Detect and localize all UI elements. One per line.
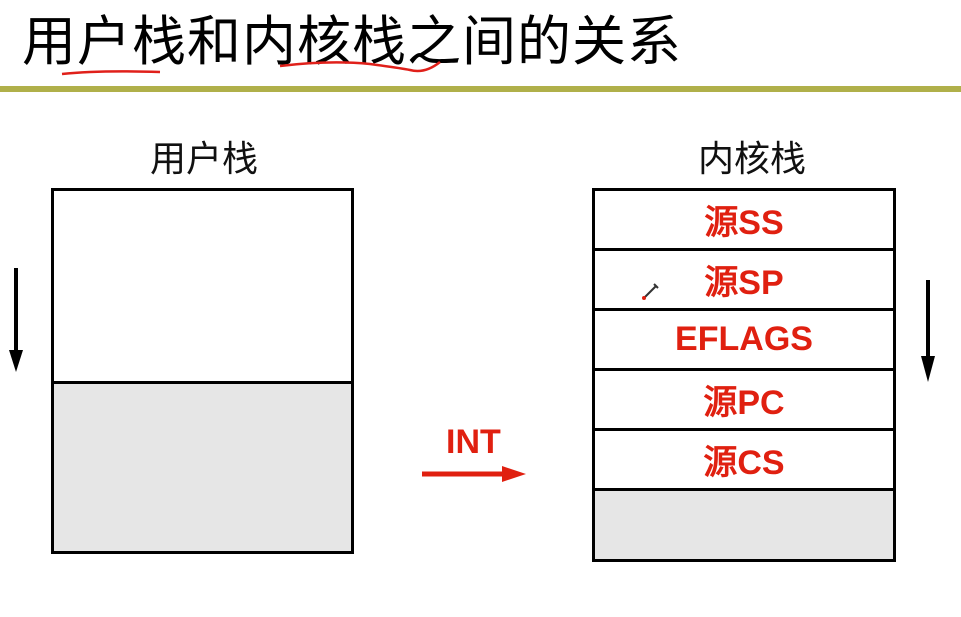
down-arrow-icon <box>9 268 23 372</box>
kernel-row-sp: 源SP <box>595 251 893 311</box>
down-arrow-icon <box>921 280 935 382</box>
kernel-stack: 源SS 源SP EFLAGS 源PC 源CS <box>592 188 896 562</box>
kernel-row-ss: 源SS <box>595 191 893 251</box>
kernel-row-text: 源CS <box>703 444 785 482</box>
kernel-row-eflags: EFLAGS <box>595 311 893 371</box>
user-stack <box>51 188 354 554</box>
kernel-row-text: 源SS <box>704 204 784 242</box>
pen-cursor-icon <box>642 283 659 300</box>
kernel-stack-label: 内核栈 <box>698 139 807 180</box>
kernel-row-cs: 源CS <box>595 431 893 491</box>
handwritten-underline-marks <box>61 61 441 76</box>
user-stack-used-region <box>54 381 351 551</box>
right-arrow-icon <box>422 466 526 482</box>
kernel-row-text: EFLAGS <box>675 320 813 358</box>
kernel-row-text: 源PC <box>703 384 785 422</box>
title-underline-bar <box>0 86 961 92</box>
underline-mark-2 <box>279 61 441 73</box>
user-stack-label: 用户栈 <box>150 139 259 180</box>
underline-mark-1 <box>61 70 161 76</box>
int-label: INT <box>446 423 501 461</box>
kernel-row-text: 源SP <box>704 264 784 302</box>
user-stack-empty-region <box>54 191 351 381</box>
kernel-row-pc: 源PC <box>595 371 893 431</box>
